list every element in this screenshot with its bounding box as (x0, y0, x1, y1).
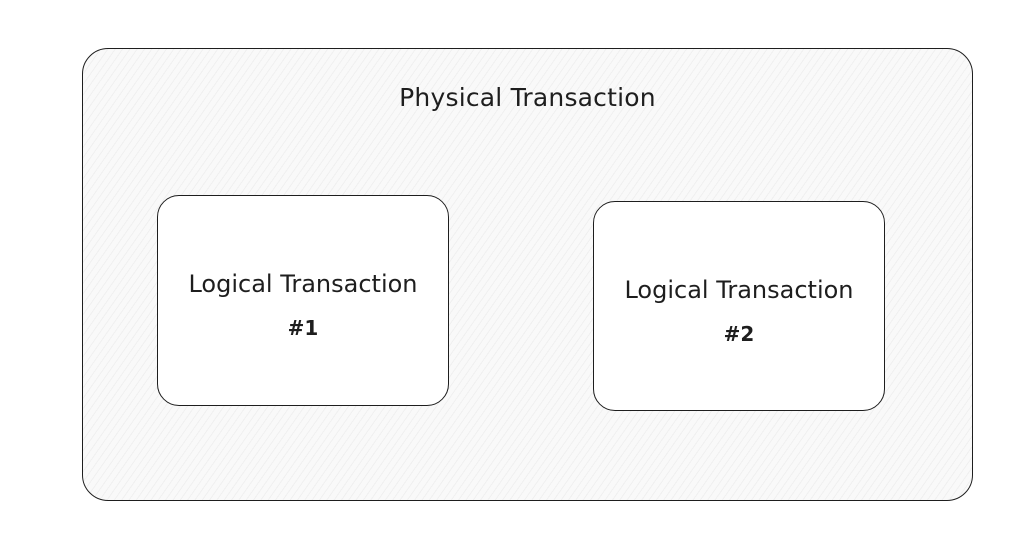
logical-transaction-1-number: #1 (287, 316, 319, 340)
logical-transaction-2-box: Logical Transaction #2 (593, 201, 885, 411)
logical-transaction-2-number: #2 (723, 322, 755, 346)
logical-transaction-2-label: Logical Transaction (624, 276, 854, 304)
logical-transaction-1-box: Logical Transaction #1 (157, 195, 449, 406)
logical-transaction-1-label: Logical Transaction (188, 270, 418, 298)
physical-transaction-label: Physical Transaction (399, 83, 656, 112)
